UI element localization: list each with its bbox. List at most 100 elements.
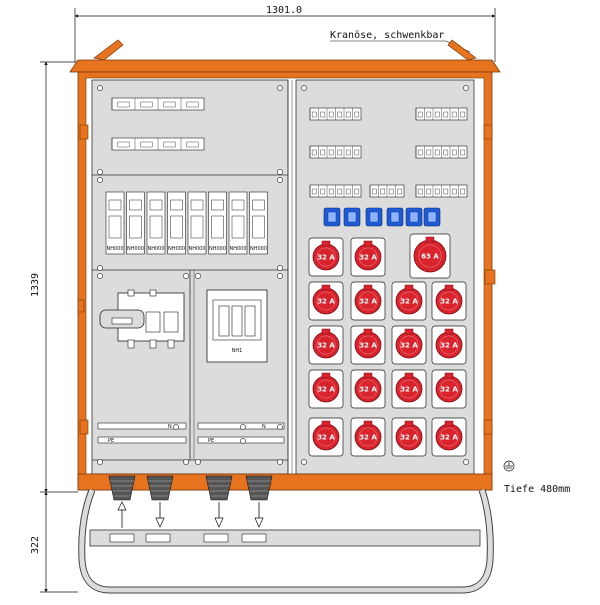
socket-rating-label: 32 A bbox=[317, 386, 335, 394]
main-fuse-label: NH1 bbox=[232, 348, 243, 354]
socket-rating-label: 32 A bbox=[440, 386, 458, 394]
height-cabinet-label: 1339 bbox=[30, 273, 41, 297]
breaker-strip bbox=[415, 145, 468, 159]
schuko-socket bbox=[343, 207, 361, 227]
screw bbox=[97, 177, 103, 183]
nh000-label: NH000 bbox=[168, 246, 185, 252]
cee-socket-32a: 32 A bbox=[431, 417, 467, 457]
screw bbox=[277, 424, 283, 430]
breaker-strip bbox=[309, 107, 362, 121]
crane-eye-label: Kranöse, schwenkbar bbox=[330, 30, 444, 41]
nh000-label: NH000 bbox=[250, 246, 267, 252]
screw bbox=[97, 265, 103, 271]
nh000-fuse-base: NH000 bbox=[228, 191, 248, 255]
screw bbox=[277, 273, 283, 279]
cee-socket-32a: 32 A bbox=[350, 237, 386, 277]
door-lock bbox=[484, 269, 496, 285]
breaker-strip bbox=[415, 107, 468, 121]
nh000-label: NH000 bbox=[188, 246, 205, 252]
socket-rating-label: 32 A bbox=[400, 434, 418, 442]
nh000-label: NH000 bbox=[147, 246, 164, 252]
nh000-fuse-base: NH000 bbox=[146, 191, 166, 255]
width-label: 1301.0 bbox=[266, 5, 302, 16]
nh1-main-fuse: NH1 bbox=[206, 289, 268, 363]
socket-rating-label: 32 A bbox=[317, 298, 335, 306]
screw bbox=[463, 459, 469, 465]
schuko-socket bbox=[386, 207, 404, 227]
hinge-left-bottom bbox=[79, 419, 89, 435]
door-latch bbox=[77, 299, 85, 313]
hinge-right-bottom bbox=[483, 419, 493, 435]
breaker-strips-left bbox=[111, 97, 205, 151]
screw bbox=[173, 424, 179, 430]
screw bbox=[183, 459, 189, 465]
cee-socket-32a: 32 A bbox=[431, 325, 467, 365]
nh000-label: NH000 bbox=[209, 246, 226, 252]
screw bbox=[277, 177, 283, 183]
socket-rating-label: 32 A bbox=[359, 254, 377, 262]
screw bbox=[240, 424, 246, 430]
cee-socket-63a: 63 A bbox=[409, 233, 451, 279]
screw bbox=[195, 459, 201, 465]
nh000-fuse-base: NH000 bbox=[105, 191, 125, 255]
cable-gland bbox=[205, 475, 233, 528]
breaker-strip bbox=[111, 97, 205, 111]
screw bbox=[97, 273, 103, 279]
schuko-sockets bbox=[323, 207, 441, 227]
screw bbox=[97, 459, 103, 465]
roof bbox=[69, 39, 501, 73]
screw bbox=[301, 459, 307, 465]
schuko-socket bbox=[405, 207, 423, 227]
socket-rating-label: 32 A bbox=[359, 386, 377, 394]
screw bbox=[463, 85, 469, 91]
cee-socket-32a: 32 A bbox=[308, 369, 344, 409]
neutral-rail-label-right: N bbox=[262, 424, 266, 430]
hinge-right-top bbox=[483, 124, 493, 140]
cee-socket-32a: 32 A bbox=[391, 325, 427, 365]
cee-socket-32a: 32 A bbox=[350, 281, 386, 321]
height-base-label: 322 bbox=[30, 536, 41, 554]
crane-eye-left bbox=[93, 39, 124, 61]
screw bbox=[277, 169, 283, 175]
socket-rating-label: 32 A bbox=[359, 434, 377, 442]
earth-symbol bbox=[503, 460, 515, 472]
neutral-rail-label-left: N bbox=[168, 424, 172, 430]
cable-gland bbox=[108, 475, 136, 528]
cee-socket-32a: 32 A bbox=[308, 417, 344, 457]
dimension-height: 1339 322 bbox=[30, 61, 78, 593]
socket-rating-label: 32 A bbox=[359, 342, 377, 350]
screw bbox=[183, 273, 189, 279]
socket-rating-label: 32 A bbox=[400, 386, 418, 394]
crane-eye-annotation: Kranöse, schwenkbar bbox=[330, 30, 471, 53]
cee-socket-32a: 32 A bbox=[350, 369, 386, 409]
dimension-width: 1301.0 bbox=[74, 5, 496, 62]
nh000-label: NH000 bbox=[229, 246, 246, 252]
earth-rail-label-left: PE bbox=[108, 438, 114, 444]
screw bbox=[240, 438, 246, 444]
nh000-fuse-base: NH000 bbox=[187, 191, 207, 255]
nh000-label: NH000 bbox=[106, 246, 123, 252]
socket-rating-label: 32 A bbox=[317, 434, 335, 442]
cee-socket-32a: 32 A bbox=[350, 325, 386, 365]
screw bbox=[277, 265, 283, 271]
cee-socket-32a: 32 A bbox=[350, 417, 386, 457]
depth-label: Tiefe 480mm bbox=[504, 484, 570, 495]
cee-socket-32a: 32 A bbox=[431, 281, 467, 321]
socket-rating-label: 32 A bbox=[400, 298, 418, 306]
hinge-left-top bbox=[79, 124, 89, 140]
cee-socket-32a: 32 A bbox=[391, 281, 427, 321]
screw bbox=[277, 85, 283, 91]
screw bbox=[195, 273, 201, 279]
screw bbox=[97, 169, 103, 175]
socket-rating-label: 32 A bbox=[440, 434, 458, 442]
socket-rating-label: 32 A bbox=[440, 298, 458, 306]
nh000-fuse-base: NH000 bbox=[208, 191, 227, 255]
breaker-strip bbox=[111, 137, 205, 151]
nh000-fuse-base: NH000 bbox=[126, 191, 145, 255]
cee-socket-32a: 32 A bbox=[308, 281, 344, 321]
cee-socket-32a: 32 A bbox=[391, 369, 427, 409]
cable-gland bbox=[146, 475, 174, 528]
